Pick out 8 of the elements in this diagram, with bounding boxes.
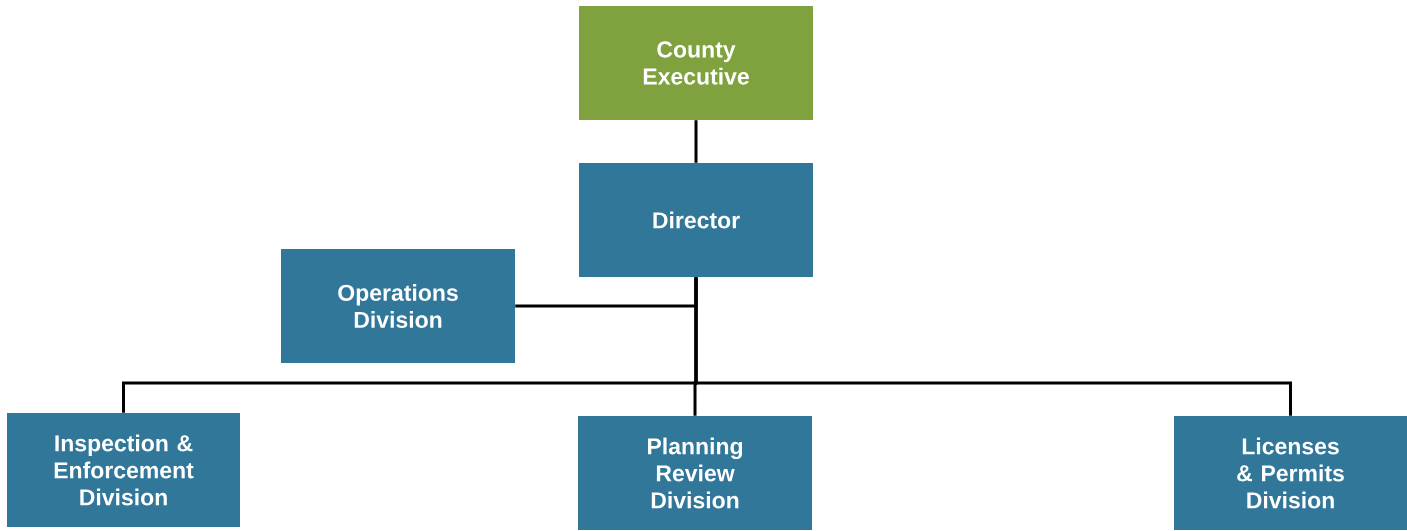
org-box: County Executive [579, 6, 813, 120]
org-box: Planning Review Division [578, 416, 812, 530]
connector-line [694, 277, 1292, 416]
org-box: Operations Division [281, 249, 515, 363]
org-box: Director [579, 163, 813, 277]
org-box: Inspection & Enforcement Division [7, 413, 240, 527]
org-box: Licenses & Permits Division [1174, 416, 1407, 530]
connector-line [694, 120, 698, 163]
